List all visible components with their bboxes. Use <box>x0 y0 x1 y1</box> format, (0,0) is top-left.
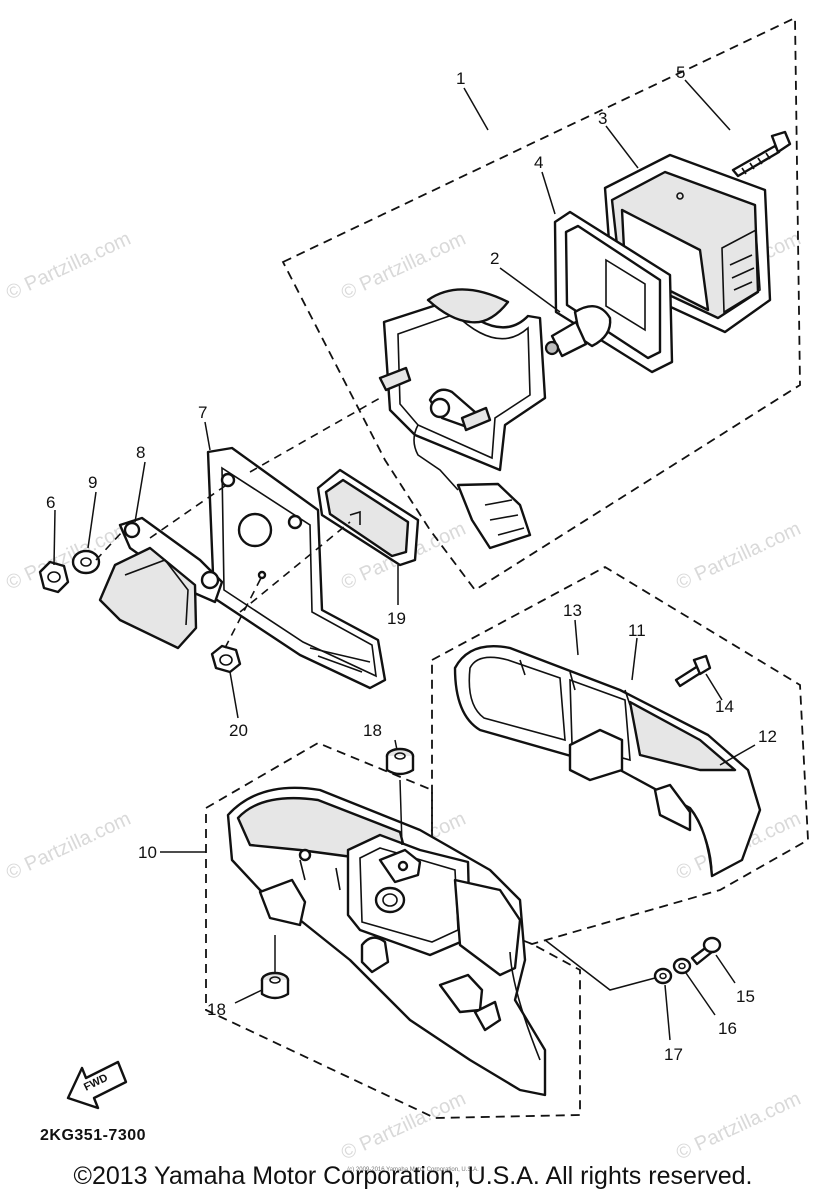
copyright-notice: ©2013 Yamaha Motor Corporation, U.S.A. A… <box>73 1162 753 1190</box>
callout-16: 16 <box>718 1019 737 1038</box>
washer-part-17 <box>653 967 673 985</box>
small-note: (c) 2009-2016 Yamaha Motor Corporation, … <box>347 1167 479 1173</box>
callout-2: 2 <box>490 249 499 268</box>
callout-19: 19 <box>387 609 406 628</box>
gasket-part-4 <box>553 210 674 374</box>
callout-5: 5 <box>676 63 685 82</box>
leader-lines <box>53 79 756 1041</box>
watermark: © Partzilla.com <box>673 1088 804 1165</box>
callout-7: 7 <box>198 403 207 422</box>
screw-part-14 <box>674 654 712 688</box>
callout-20: 20 <box>229 721 248 740</box>
callout-17: 17 <box>664 1045 683 1064</box>
callout-4: 4 <box>534 153 543 172</box>
lamp-base <box>378 288 547 550</box>
callout-11: 11 <box>628 621 646 640</box>
nut-part-20 <box>210 644 242 674</box>
diagram-code: 2KG351-7300 <box>40 1127 147 1144</box>
watermark: © Partzilla.com <box>673 518 804 595</box>
callout-18-lower: 18 <box>207 1000 226 1019</box>
group-outline-10 <box>205 741 581 1119</box>
washer-part-9 <box>71 549 101 575</box>
screw-part-15 <box>690 936 722 966</box>
grommet-part-18-upper <box>385 747 415 776</box>
callout-3: 3 <box>598 109 607 128</box>
callout-18-upper: 18 <box>363 721 382 740</box>
grommet-part-18-lower <box>260 971 290 1000</box>
callout-15: 15 <box>736 987 755 1006</box>
washer-part-16 <box>672 957 692 975</box>
nut-part-6 <box>38 560 70 594</box>
bracket-part-7 <box>206 446 387 690</box>
callout-12: 12 <box>758 727 777 746</box>
callout-6: 6 <box>46 493 55 512</box>
license-lamp-part-8 <box>98 516 224 650</box>
callout-8: 8 <box>136 443 145 462</box>
callout-labels: 1 2 3 4 5 6 9 8 7 19 20 18 13 11 14 12 1… <box>46 63 777 1064</box>
watermark: © Partzilla.com <box>3 808 134 885</box>
reflector-part-19 <box>316 468 420 567</box>
callout-10: 10 <box>138 843 157 862</box>
cover-part-11 <box>453 645 762 878</box>
fwd-arrow: FWD <box>66 1060 128 1110</box>
watermark: © Partzilla.com <box>3 228 134 305</box>
watermark: © Partzilla.com <box>338 1088 469 1165</box>
callout-1: 1 <box>456 69 465 88</box>
callout-14: 14 <box>715 697 734 716</box>
group-outline-1 <box>281 16 801 592</box>
housing-part-10 <box>226 786 547 1097</box>
screw-part-5 <box>731 130 792 178</box>
bulb-part-2 <box>544 305 612 358</box>
callout-9: 9 <box>88 473 97 492</box>
callout-13: 13 <box>563 601 582 620</box>
